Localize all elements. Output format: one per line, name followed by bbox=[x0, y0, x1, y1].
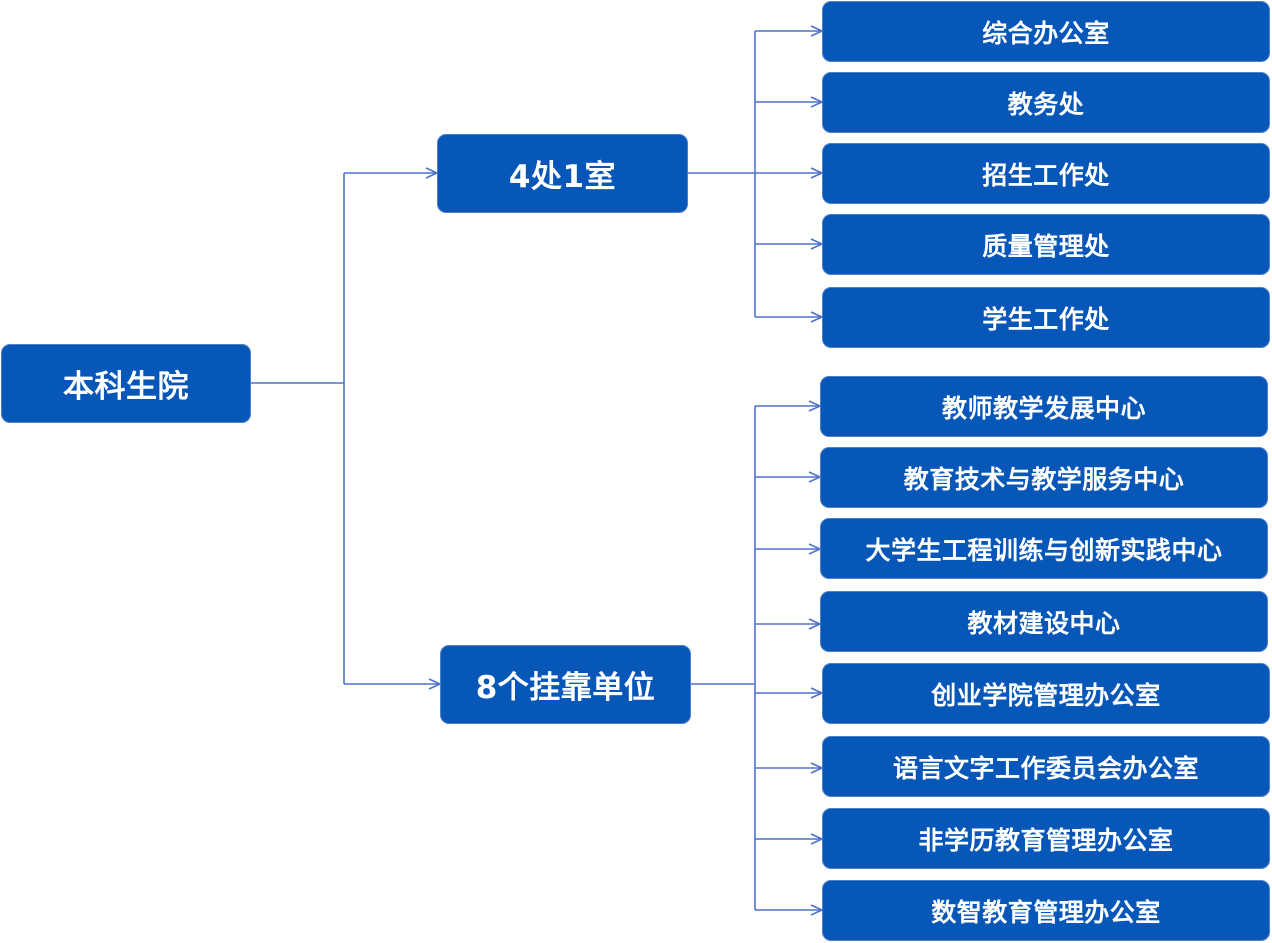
unit-node: 大学生工程训练与创新实践中心 bbox=[820, 518, 1268, 579]
unit-node: 语言文字工作委员会办公室 bbox=[822, 736, 1270, 797]
group-node-offices: 4处1室 bbox=[437, 134, 688, 213]
office-node: 学生工作处 bbox=[822, 287, 1270, 348]
group-node-affiliated-units: 8个挂靠单位 bbox=[440, 645, 691, 724]
unit-node: 非学历教育管理办公室 bbox=[822, 808, 1270, 869]
unit-node: 教师教学发展中心 bbox=[820, 376, 1268, 437]
root-node: 本科生院 bbox=[1, 344, 251, 423]
unit-node: 数智教育管理办公室 bbox=[822, 880, 1270, 941]
unit-node: 创业学院管理办公室 bbox=[822, 663, 1270, 724]
office-node: 质量管理处 bbox=[822, 214, 1270, 275]
unit-node: 教材建设中心 bbox=[820, 591, 1268, 652]
office-node: 招生工作处 bbox=[822, 143, 1270, 204]
office-node: 教务处 bbox=[822, 72, 1270, 133]
office-node: 综合办公室 bbox=[822, 1, 1270, 62]
unit-node: 教育技术与教学服务中心 bbox=[820, 447, 1268, 508]
